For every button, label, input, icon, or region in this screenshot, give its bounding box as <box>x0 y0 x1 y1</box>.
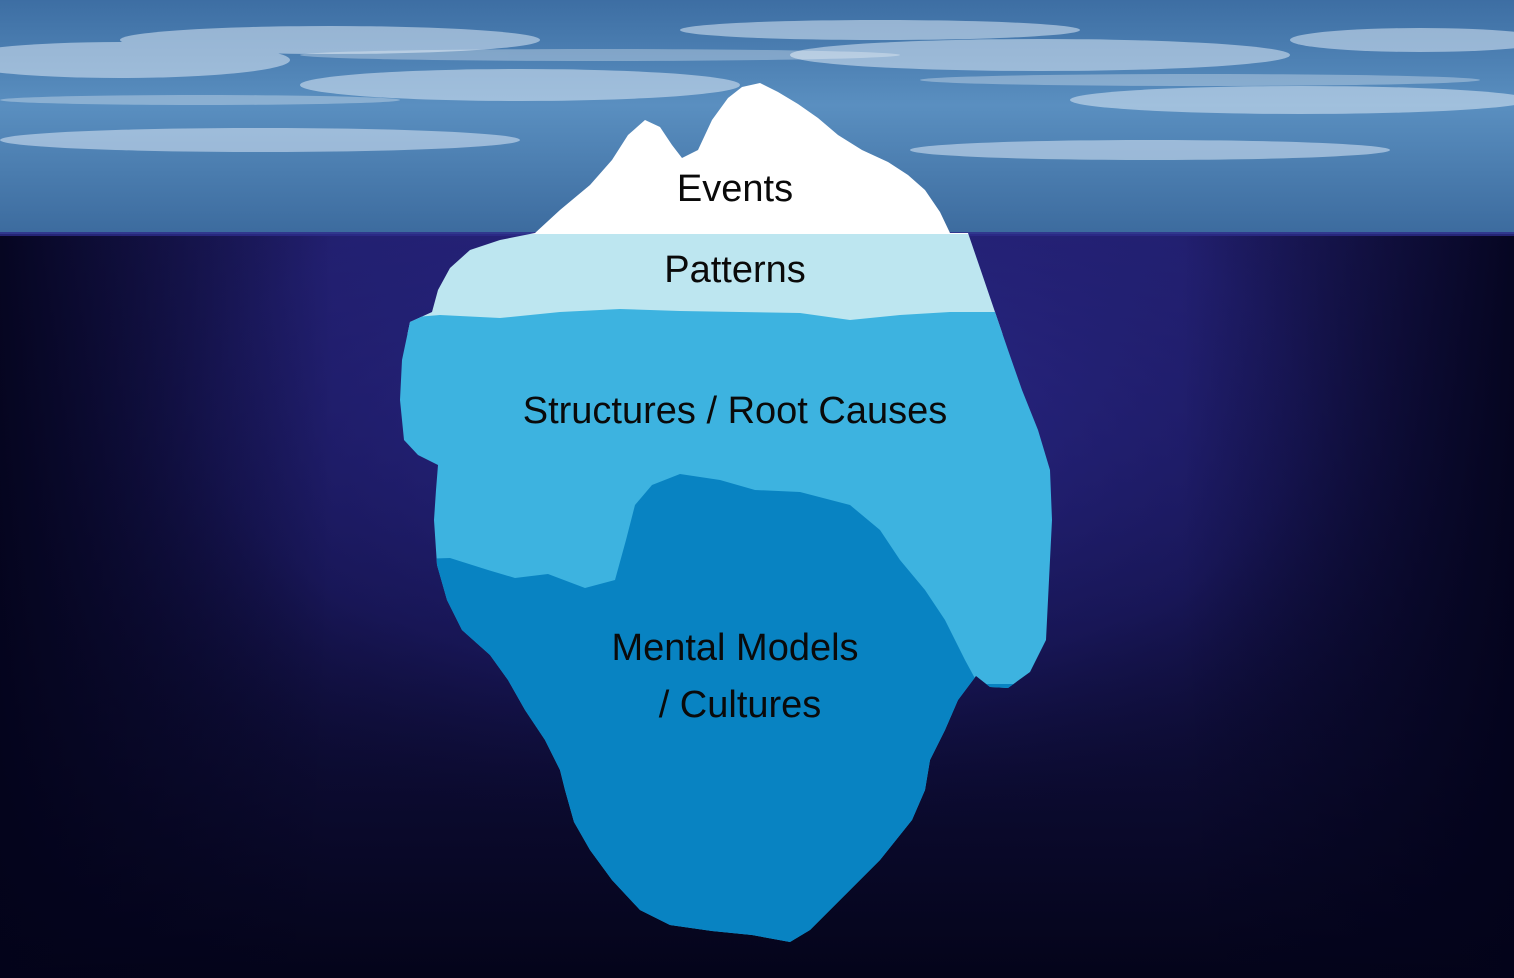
label-structures: Structures / Root Causes <box>523 390 948 432</box>
label-mental-models-line2: / Cultures <box>659 684 822 726</box>
label-events: Events <box>677 168 793 210</box>
label-mental-models-line1: Mental Models <box>611 627 858 669</box>
label-patterns: Patterns <box>664 249 806 291</box>
clouds <box>0 20 1514 160</box>
